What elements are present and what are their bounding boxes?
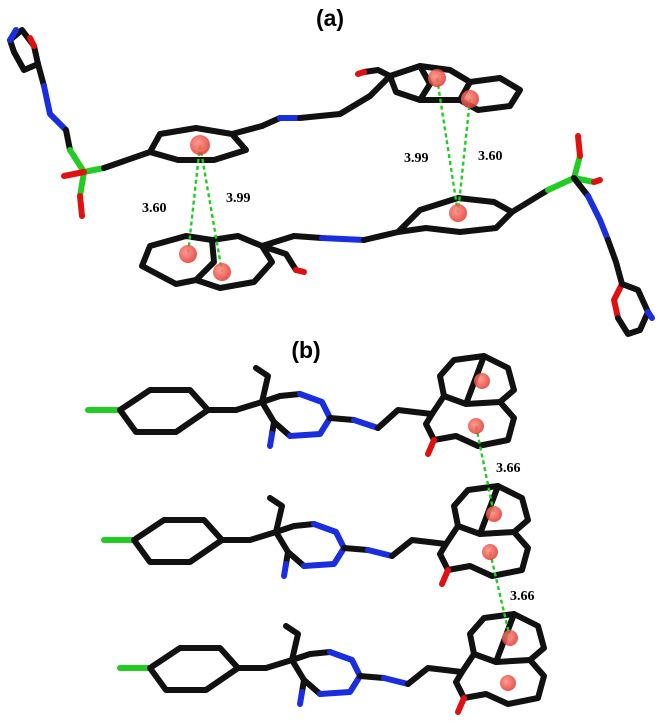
centroid-sphere bbox=[486, 506, 502, 522]
centroid-sphere bbox=[461, 90, 479, 108]
centroid-sphere bbox=[449, 204, 467, 222]
centroid-sphere bbox=[502, 630, 518, 646]
contact-line bbox=[456, 98, 472, 214]
panel-b-contacts bbox=[474, 425, 512, 639]
molecule-a1-sulfonyl-group bbox=[61, 147, 153, 219]
molecule-b1 bbox=[85, 353, 517, 457]
centroid-sphere bbox=[179, 245, 197, 263]
distance-label: 3.66 bbox=[496, 461, 521, 476]
molecule-a2-sulfonyl-group bbox=[545, 133, 603, 199]
molecule-a1-naphthol bbox=[355, 63, 523, 113]
contact-line bbox=[474, 425, 496, 515]
panel-b-label: (b) bbox=[291, 337, 320, 363]
panel-a-contacts bbox=[186, 77, 472, 273]
centroid-sphere bbox=[468, 418, 484, 434]
centroid-sphere bbox=[482, 544, 498, 560]
panel-b-centroids bbox=[468, 373, 518, 691]
panel-a-centroids bbox=[179, 69, 479, 281]
distance-label: 3.66 bbox=[510, 589, 535, 604]
centroid-sphere bbox=[474, 373, 490, 389]
distance-label: 3.60 bbox=[142, 201, 167, 216]
centroid-sphere bbox=[190, 135, 210, 155]
molecule-b3 bbox=[117, 611, 547, 715]
centroid-sphere bbox=[500, 675, 516, 691]
contact-line bbox=[186, 144, 202, 255]
molecule-a2-naphthol bbox=[139, 233, 307, 291]
distance-label: 3.60 bbox=[478, 149, 503, 164]
distance-label: 3.99 bbox=[226, 191, 251, 206]
contact-line bbox=[488, 551, 512, 639]
molecule-a2-pyrimidine-fragment bbox=[585, 193, 655, 337]
contact-line bbox=[198, 144, 224, 273]
centroid-sphere bbox=[428, 69, 446, 87]
contact-line bbox=[435, 77, 460, 214]
distance-label: 3.99 bbox=[404, 151, 429, 166]
molecule-b2 bbox=[101, 483, 531, 587]
molecule-a1-pyrimidine-fragment bbox=[7, 27, 73, 153]
centroid-sphere bbox=[213, 263, 231, 281]
molecule-a1-benzene-ring bbox=[147, 93, 373, 163]
panel-a-label: (a) bbox=[316, 5, 344, 31]
molecule-a2-benzene-ring bbox=[259, 187, 551, 249]
